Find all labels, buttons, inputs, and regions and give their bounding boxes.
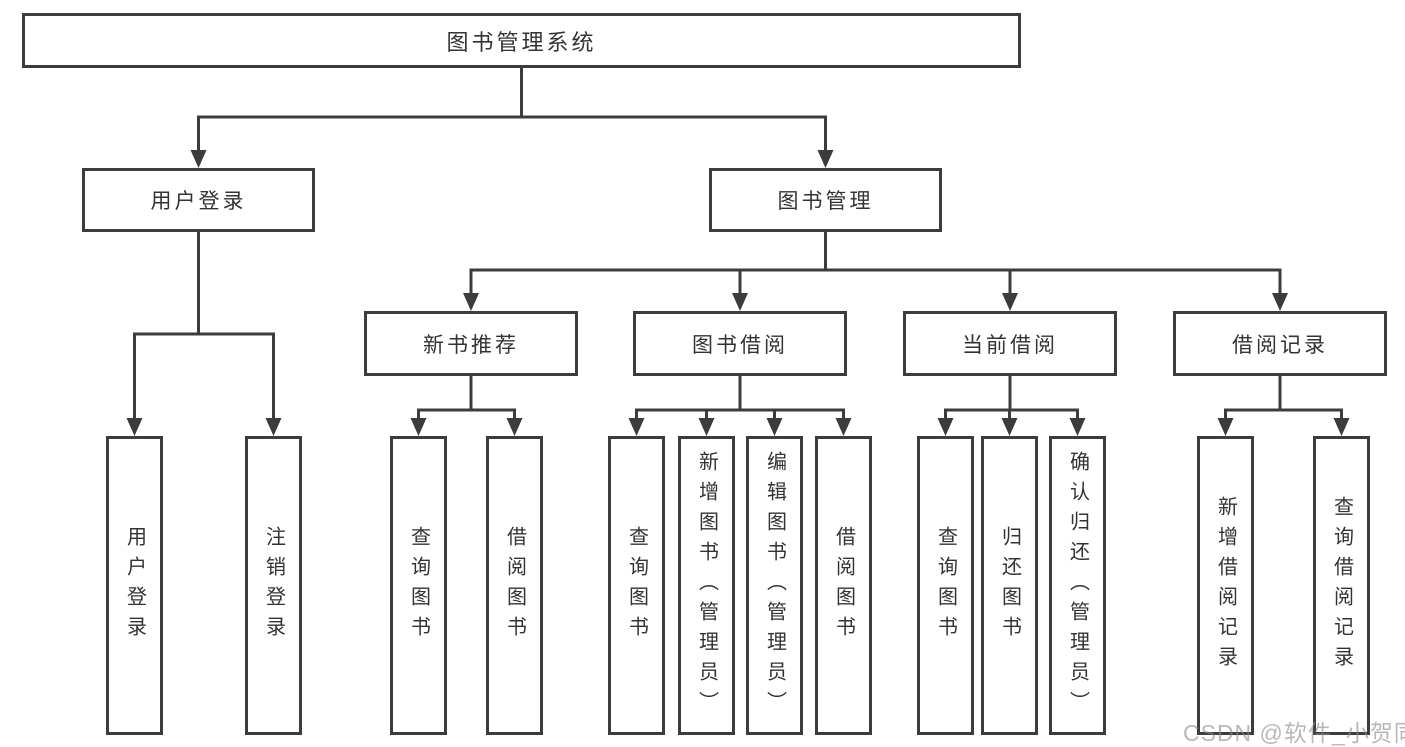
csdn-watermark: CSDN @软件_小贺同学 (1183, 720, 1405, 746)
node-book-borrowing: 图书借阅 (633, 311, 847, 376)
leaf-borrow-query-books: 查询图书 (608, 436, 665, 735)
leaf-recommend-borrow-books: 借阅图书 (486, 436, 543, 735)
leaf-borrow-books: 借阅图书 (815, 436, 872, 735)
node-user-login: 用户登录 (82, 168, 315, 232)
node-borrowing-records: 借阅记录 (1173, 311, 1387, 376)
leaf-add-books-admin: 新增图书（管理员） (678, 436, 735, 735)
leaf-logout: 注销登录 (245, 436, 302, 735)
node-current-borrowing: 当前借阅 (903, 311, 1117, 376)
leaf-add-borrow-record: 新增借阅记录 (1197, 436, 1254, 735)
node-new-book-recommendation: 新书推荐 (364, 311, 578, 376)
node-book-management: 图书管理 (709, 168, 942, 232)
leaf-edit-books-admin: 编辑图书（管理员） (746, 436, 803, 735)
leaf-current-query-books: 查询图书 (917, 436, 974, 735)
node-library-management-system: 图书管理系统 (22, 13, 1021, 68)
arrowhead-icons (126, 150, 1350, 436)
leaf-user-login: 用户登录 (106, 436, 163, 735)
leaf-return-books: 归还图书 (981, 436, 1038, 735)
leaf-confirm-return-admin: 确认归还（管理员） (1049, 436, 1106, 735)
leaf-query-borrow-record: 查询借阅记录 (1313, 436, 1370, 735)
leaf-recommend-query-books: 查询图书 (390, 436, 447, 735)
